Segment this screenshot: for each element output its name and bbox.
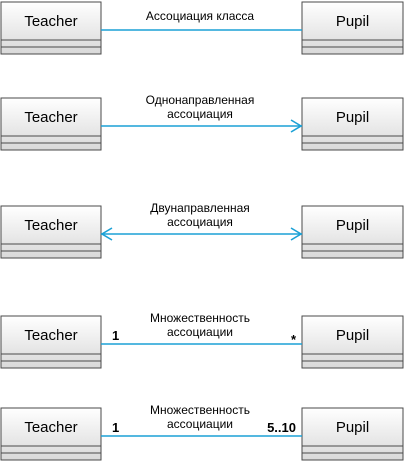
left-class-box: Teacher <box>0 315 102 369</box>
class-name: Pupil <box>336 217 369 234</box>
left-class-box: Teacher <box>0 205 102 259</box>
class-name: Teacher <box>24 217 77 234</box>
class-name: Teacher <box>24 13 77 30</box>
navigability-arrow-right <box>290 119 303 133</box>
association-label-line: ассоциация <box>167 215 233 229</box>
association-label-line: ассоциации <box>167 417 233 431</box>
class-box-border <box>301 1 404 55</box>
navigability-arrow-left <box>100 227 113 241</box>
navigability-arrow-right <box>290 227 303 241</box>
class-name: Pupil <box>336 327 369 344</box>
class-name: Teacher <box>24 327 77 344</box>
class-box-border <box>0 1 102 55</box>
class-name: Pupil <box>336 419 369 436</box>
right-class-box: Pupil <box>301 315 404 369</box>
right-class-box: Pupil <box>301 407 404 461</box>
left-multiplicity: 1 <box>112 328 119 343</box>
class-box-border <box>0 97 102 151</box>
association-label-line: ассоциации <box>167 325 233 339</box>
association-label-line: Множественность <box>150 403 250 417</box>
association-example-class-association: Teacher Pupil Ассоциация класса <box>0 1 404 55</box>
right-class-box: Pupil <box>301 97 404 151</box>
right-multiplicity: * <box>291 332 297 347</box>
class-name: Pupil <box>336 109 369 126</box>
class-box-border <box>0 407 102 461</box>
class-name: Teacher <box>24 419 77 436</box>
class-name: Pupil <box>336 13 369 30</box>
association-label-line: Множественность <box>150 311 250 325</box>
right-class-box: Pupil <box>301 1 404 55</box>
class-box-border <box>301 315 404 369</box>
association-label-line: Ассоциация класса <box>146 9 255 23</box>
left-class-box: Teacher <box>0 97 102 151</box>
class-box-border <box>0 315 102 369</box>
left-class-box: Teacher <box>0 1 102 55</box>
left-class-box: Teacher <box>0 407 102 461</box>
class-name: Teacher <box>24 109 77 126</box>
right-class-box: Pupil <box>301 205 404 259</box>
association-label-line: Однонаправленная <box>146 93 255 107</box>
class-box-border <box>301 407 404 461</box>
association-label-line: ассоциация <box>167 107 233 121</box>
association-label-line: Двунаправленная <box>150 201 250 215</box>
class-box-border <box>301 97 404 151</box>
right-multiplicity: 5..10 <box>267 420 296 435</box>
class-box-border <box>0 205 102 259</box>
class-box-border <box>301 205 404 259</box>
left-multiplicity: 1 <box>112 420 119 435</box>
